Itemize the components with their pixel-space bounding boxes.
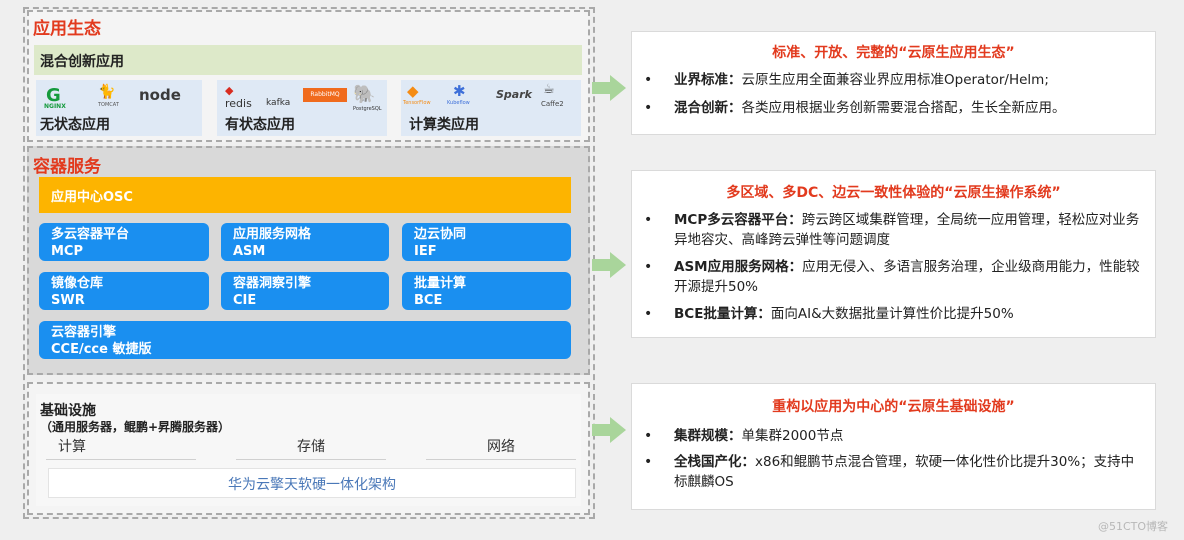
bullet-key: 全栈国产化： bbox=[674, 454, 755, 470]
infra-title: 基础设施 bbox=[40, 403, 96, 419]
compute-app-label: 计算类应用 bbox=[409, 117, 479, 133]
panel-title: 多区域、多DC、边云一致性体验的“云原生操作系统” bbox=[726, 185, 1061, 201]
container-title: 容器服务 bbox=[33, 157, 101, 177]
service-name: 云容器引擎 bbox=[51, 325, 117, 340]
bullet-item: • 集群规模：单集群2000节点 bbox=[632, 426, 1147, 446]
service-ief[interactable]: 边云协同 IEF bbox=[402, 223, 571, 261]
kafka-logo: kafka bbox=[266, 98, 291, 108]
bullet-text: 跨云跨区域集群管理，全局统一应用管理，轻松应对业务异地容灾、高峰跨云弹性等问题调… bbox=[674, 212, 1140, 248]
bullet-dot: • bbox=[644, 100, 653, 116]
infra-section: 基础设施 （通用服务器，鲲鹏+昇腾服务器） 计算 存储 网络 华为云擎天软硬一体… bbox=[27, 382, 590, 515]
service-mcp[interactable]: 多云容器平台 MCP bbox=[39, 223, 209, 261]
service-abbr: BCE bbox=[414, 293, 443, 308]
kubeflow-logo: ✱Kubeflow bbox=[447, 82, 470, 106]
arrow-icon bbox=[592, 252, 626, 278]
bullet-key: 业界标准： bbox=[674, 72, 742, 88]
bullet-dot: • bbox=[644, 306, 653, 322]
service-name: 批量计算 bbox=[414, 276, 467, 291]
bullet-item: • BCE批量计算：面向AI&大数据批量计算性价比提升50% bbox=[632, 304, 1147, 324]
bullet-key: 集群规模： bbox=[674, 428, 742, 444]
service-abbr: CIE bbox=[233, 293, 257, 308]
bullet-text: 面向AI&大数据批量计算性价比提升50% bbox=[770, 306, 1014, 322]
infra-arch-bar: 华为云擎天软硬一体化架构 bbox=[48, 468, 576, 498]
service-abbr: MCP bbox=[51, 244, 84, 259]
panel-infra: 重构以应用为中心的“云原生基础设施” • 集群规模：单集群2000节点 • 全栈国产… bbox=[631, 383, 1156, 510]
bullet-text: 云原生应用全面兼容业界应用标准Operator/Helm; bbox=[741, 72, 1049, 88]
rabbitmq-logo: RabbitMQ bbox=[303, 88, 347, 102]
service-name: 边云协同 bbox=[414, 227, 467, 242]
infra-cell-compute: 计算 bbox=[46, 436, 196, 460]
stateless-app-label: 无状态应用 bbox=[40, 117, 110, 133]
service-abbr: ASM bbox=[233, 244, 266, 259]
panel-container-os: 多区域、多DC、边云一致性体验的“云原生操作系统” • MCP多云容器平台：跨云跨… bbox=[631, 170, 1156, 338]
bullet-key: ASM应用服务网格： bbox=[674, 259, 803, 275]
panel-app-eco: 标准、开放、完整的“云原生应用生态” • 业界标准：云原生应用全面兼容业界应用标准… bbox=[631, 31, 1156, 135]
bullet-dot: • bbox=[644, 212, 653, 228]
arrow-icon bbox=[592, 75, 626, 101]
bullet-key: 混合创新： bbox=[674, 100, 742, 116]
infra-subtitle: （通用服务器，鲲鹏+昇腾服务器） bbox=[40, 420, 231, 434]
stateful-app-label: 有状态应用 bbox=[225, 117, 295, 133]
bullet-item: • ASM应用服务网格：应用无侵入、多语言服务治理，企业级商用能力，性能较开源提升… bbox=[632, 257, 1147, 297]
service-abbr: IEF bbox=[414, 244, 437, 259]
watermark: @51CTO博客 bbox=[1098, 520, 1169, 533]
nodejs-logo: node bbox=[139, 86, 181, 104]
bullet-text: 应用无侵入、多语言服务治理，企业级商用能力，性能较开源提升50% bbox=[674, 259, 1140, 295]
service-cce[interactable]: 云容器引擎 CCE/cce 敏捷版 bbox=[39, 321, 571, 359]
osc-bar: 应用中心OSC bbox=[39, 177, 571, 213]
bullet-item: • 全栈国产化：x86和鲲鹏节点混合管理，软硬一体化性价比提升30%；支持中标麒麟… bbox=[632, 452, 1147, 492]
bullet-dot: • bbox=[644, 454, 653, 470]
panel-title: 重构以应用为中心的“云原生基础设施” bbox=[772, 399, 1015, 415]
bullet-item: • 业界标准：云原生应用全面兼容业界应用标准Operator/Helm; bbox=[632, 70, 1152, 90]
caffe2-logo: ☕Caffe2 bbox=[541, 82, 564, 108]
arrow-icon bbox=[592, 417, 626, 443]
service-asm[interactable]: 应用服务网格 ASM bbox=[221, 223, 389, 261]
bullet-dot: • bbox=[644, 428, 653, 444]
service-name: 应用服务网格 bbox=[233, 227, 312, 242]
compute-app-group: ◆TensorFlow ✱Kubeflow Spark ☕Caffe2 计算类应… bbox=[401, 80, 581, 136]
bullet-text: 单集群2000节点 bbox=[741, 428, 844, 444]
redis-logo: ◆redis bbox=[225, 84, 252, 110]
infra-cell-storage: 存储 bbox=[236, 436, 386, 460]
service-swr[interactable]: 镜像仓库 SWR bbox=[39, 272, 209, 310]
infra-cell-network: 网络 bbox=[426, 436, 576, 460]
bullet-key: BCE批量计算： bbox=[674, 306, 771, 322]
stateful-app-group: ◆redis kafka RabbitMQ 🐘PostgreSQL 有状态应用 bbox=[217, 80, 387, 136]
bullet-item: • 混合创新：各类应用根据业务创新需要混合搭配，生长全新应用。 bbox=[632, 98, 1152, 118]
tomcat-logo: 🐈TOMCAT bbox=[98, 84, 119, 108]
bullet-text: 各类应用根据业务创新需要混合搭配，生长全新应用。 bbox=[741, 100, 1066, 116]
hybrid-app-label: 混合创新应用 bbox=[40, 54, 124, 70]
infra-inner: 基础设施 （通用服务器，鲲鹏+昇腾服务器） 计算 存储 网络 华为云擎天软硬一体… bbox=[36, 394, 581, 506]
bullet-item: • MCP多云容器平台：跨云跨区域集群管理，全局统一应用管理，轻松应对业务异地容灾… bbox=[632, 210, 1147, 250]
service-abbr: CCE/cce 敏捷版 bbox=[51, 342, 152, 357]
app-eco-title: 应用生态 bbox=[33, 19, 101, 39]
bullet-dot: • bbox=[644, 72, 653, 88]
bullet-text: x86和鲲鹏节点混合管理，软硬一体化性价比提升30%；支持中标麒麟OS bbox=[674, 454, 1135, 490]
tensorflow-logo: ◆TensorFlow bbox=[403, 82, 431, 106]
spark-logo: Spark bbox=[496, 88, 532, 101]
container-section: 容器服务 应用中心OSC 多云容器平台 MCP 应用服务网格 ASM 边云协同 IEF… bbox=[27, 146, 590, 375]
infra-arch-label: 华为云擎天软硬一体化架构 bbox=[228, 477, 396, 493]
service-cie[interactable]: 容器洞察引擎 CIE bbox=[221, 272, 389, 310]
hybrid-app-bar: 混合创新应用 bbox=[34, 45, 582, 75]
osc-label: 应用中心OSC bbox=[51, 190, 133, 205]
panel-title: 标准、开放、完整的“云原生应用生态” bbox=[772, 45, 1015, 61]
bullet-key: MCP多云容器平台： bbox=[674, 212, 802, 228]
postgresql-logo: 🐘PostgreSQL bbox=[353, 84, 382, 112]
service-name: 镜像仓库 bbox=[51, 276, 104, 291]
service-name: 容器洞察引擎 bbox=[233, 276, 312, 291]
service-abbr: SWR bbox=[51, 293, 85, 308]
service-bce[interactable]: 批量计算 BCE bbox=[402, 272, 571, 310]
service-name: 多云容器平台 bbox=[51, 227, 130, 242]
bullet-dot: • bbox=[644, 259, 653, 275]
